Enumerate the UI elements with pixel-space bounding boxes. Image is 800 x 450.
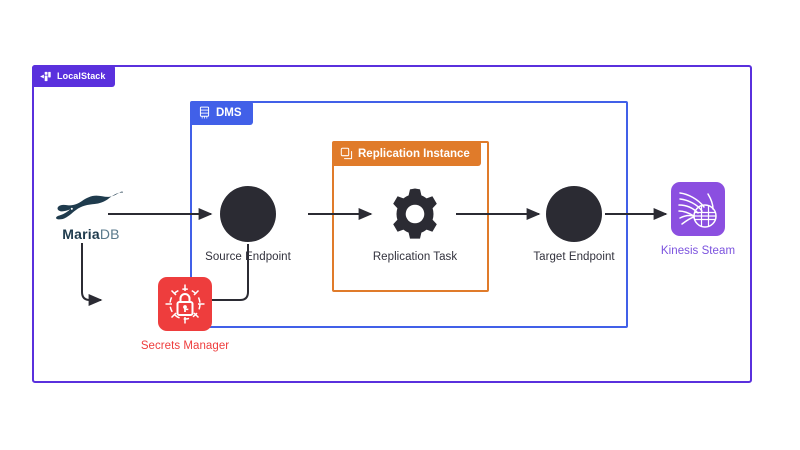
localstack-logo-icon	[39, 70, 52, 83]
node-label-replication-task: Replication Task	[372, 251, 458, 263]
mariadb-seal-logo-icon	[55, 190, 127, 224]
copy-icon	[340, 147, 353, 160]
node-secrets-manager[interactable]: Secrets Manager	[105, 277, 265, 352]
node-source-endpoint[interactable]: Source Endpoint	[190, 186, 306, 263]
node-replication-task[interactable]: Replication Task	[360, 186, 470, 263]
mariadb-wordmark-light: DB	[99, 226, 120, 242]
node-label-source-endpoint: Source Endpoint	[205, 251, 291, 263]
replication-instance-badge-label: Replication Instance	[358, 147, 470, 160]
replication-instance-badge[interactable]: Replication Instance	[332, 141, 481, 166]
dms-badge[interactable]: DMS	[190, 101, 253, 125]
mariadb-wordmark-bold: Maria	[62, 226, 100, 242]
filled-circle-icon	[220, 186, 276, 242]
node-label-kinesis-stream: Kinesis Steam	[660, 245, 736, 257]
node-label-mariadb: MariaDB	[62, 226, 119, 242]
node-label-target-endpoint: Target Endpoint	[533, 251, 615, 263]
database-icon	[198, 106, 211, 120]
localstack-container	[32, 65, 752, 383]
padlock-icon	[158, 277, 212, 331]
gear-icon	[387, 186, 443, 242]
localstack-badge[interactable]: LocalStack	[32, 65, 115, 87]
localstack-badge-label: LocalStack	[57, 71, 106, 81]
kinesis-stream-icon	[671, 182, 725, 236]
node-target-endpoint[interactable]: Target Endpoint	[518, 186, 630, 263]
node-mariadb[interactable]: MariaDB	[44, 190, 138, 242]
node-label-secrets-manager: Secrets Manager	[140, 340, 230, 352]
filled-circle-icon	[546, 186, 602, 242]
node-kinesis-stream[interactable]: Kinesis Steam	[648, 182, 748, 257]
dms-badge-label: DMS	[216, 107, 242, 119]
